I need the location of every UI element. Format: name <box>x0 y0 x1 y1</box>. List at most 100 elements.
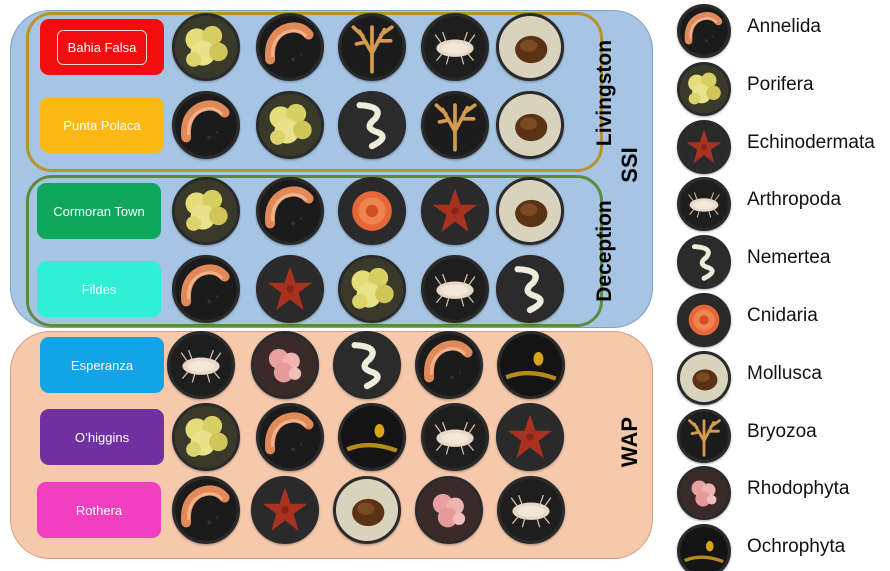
site-name: Fildes <box>82 282 117 297</box>
annelida-icon <box>175 258 237 320</box>
arthropoda-icon <box>500 479 562 541</box>
legend-item: Porifera <box>675 62 890 116</box>
mollusca-icon <box>336 479 398 541</box>
legend-label: Porifera <box>747 74 814 96</box>
rhodophyta-icon <box>254 334 316 396</box>
echinodermata-icon <box>259 258 321 320</box>
specimen-disc <box>338 255 406 323</box>
cnidaria-icon <box>680 296 728 344</box>
specimen-disc <box>256 91 324 159</box>
legend-swatch <box>677 177 731 231</box>
legend-swatch <box>677 62 731 116</box>
site-name: Punta Polaca <box>63 118 140 133</box>
site-name: O’higgins <box>75 430 129 445</box>
specimen-disc <box>172 255 240 323</box>
specimen-disc <box>421 255 489 323</box>
site-label: O’higgins <box>40 409 164 465</box>
annelida-icon <box>259 16 321 78</box>
bryozoa-icon <box>341 16 403 78</box>
specimen-disc <box>256 13 324 81</box>
porifera-icon <box>175 16 237 78</box>
annelida-icon <box>175 94 237 156</box>
specimen-disc <box>338 177 406 245</box>
legend-label: Rhodophyta <box>747 478 849 500</box>
arthropoda-icon <box>424 258 486 320</box>
mollusca-icon <box>499 16 561 78</box>
legend-item: Ochrophyta <box>675 524 890 571</box>
porifera-icon <box>680 65 728 113</box>
mollusca-icon <box>680 354 728 402</box>
echinodermata-icon <box>424 180 486 242</box>
specimen-disc <box>421 91 489 159</box>
bryozoa-icon <box>424 94 486 156</box>
porifera-icon <box>175 406 237 468</box>
mollusca-icon <box>499 180 561 242</box>
legend-label: Bryozoa <box>747 421 817 443</box>
nemertea-icon <box>499 258 561 320</box>
specimen-disc <box>172 177 240 245</box>
nemertea-icon <box>341 94 403 156</box>
annelida-icon <box>418 334 480 396</box>
site-name: Cormoran Town <box>53 204 145 219</box>
arthropoda-icon <box>170 334 232 396</box>
ochrophyta-icon <box>500 334 562 396</box>
legend-item: Arthropoda <box>675 177 890 231</box>
specimen-disc <box>421 177 489 245</box>
specimen-disc <box>172 13 240 81</box>
rhodophyta-icon <box>418 479 480 541</box>
site-label: Rothera <box>37 482 161 538</box>
arthropoda-icon <box>424 406 486 468</box>
annelida-icon <box>259 406 321 468</box>
specimen-disc <box>496 403 564 471</box>
specimen-disc <box>496 91 564 159</box>
legend-item: Echinodermata <box>675 120 890 174</box>
legend-label: Echinodermata <box>747 132 875 154</box>
site-name: Bahia Falsa <box>57 30 148 65</box>
specimen-disc <box>172 403 240 471</box>
site-name: Esperanza <box>71 358 133 373</box>
legend-label: Nemertea <box>747 247 830 269</box>
specimen-disc <box>338 403 406 471</box>
specimen-disc <box>172 476 240 544</box>
legend-item: Bryozoa <box>675 409 890 463</box>
legend-item: Rhodophyta <box>675 466 890 520</box>
legend-label: Annelida <box>747 16 821 38</box>
ssi-label: SSI <box>615 125 645 205</box>
site-label: Cormoran Town <box>37 183 161 239</box>
specimen-disc <box>256 403 324 471</box>
specimen-disc <box>415 476 483 544</box>
specimen-disc <box>256 177 324 245</box>
legend-label: Cnidaria <box>747 305 818 327</box>
specimen-disc <box>251 476 319 544</box>
porifera-icon <box>259 94 321 156</box>
site-label: Bahia Falsa <box>40 19 164 75</box>
legend-item: Nemertea <box>675 235 890 289</box>
specimen-disc <box>333 331 401 399</box>
legend-swatch <box>677 524 731 571</box>
specimen-disc <box>167 331 235 399</box>
legend-swatch <box>677 466 731 520</box>
site-name: Rothera <box>76 503 122 518</box>
nemertea-icon <box>336 334 398 396</box>
wap-label: WAP <box>615 402 645 482</box>
legend-label: Ochrophyta <box>747 536 845 558</box>
legend-item: Cnidaria <box>675 293 890 347</box>
legend-swatch <box>677 351 731 405</box>
echinodermata-icon <box>499 406 561 468</box>
specimen-disc <box>496 177 564 245</box>
legend-item: Mollusca <box>675 351 890 405</box>
rhodophyta-icon <box>680 469 728 517</box>
specimen-disc <box>497 331 565 399</box>
deception-label: Deception <box>590 186 620 316</box>
porifera-icon <box>341 258 403 320</box>
arthropoda-icon <box>680 180 728 228</box>
specimen-disc <box>415 331 483 399</box>
specimen-disc <box>421 403 489 471</box>
legend-swatch <box>677 4 731 58</box>
arthropoda-icon <box>424 16 486 78</box>
specimen-disc <box>421 13 489 81</box>
nemertea-icon <box>680 238 728 286</box>
ochrophyta-icon <box>341 406 403 468</box>
specimen-disc <box>497 476 565 544</box>
site-label: Esperanza <box>40 337 164 393</box>
